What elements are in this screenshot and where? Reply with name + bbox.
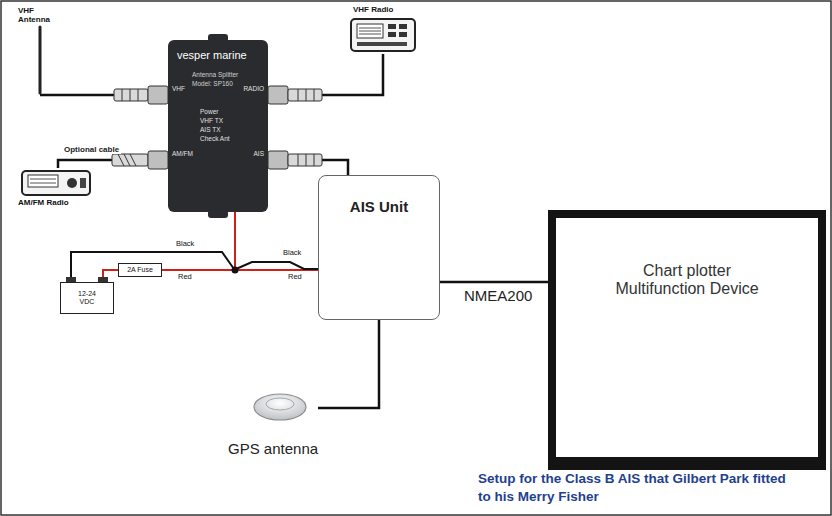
gps-dish	[254, 394, 306, 420]
node-text: VHF Radio	[353, 5, 393, 14]
figure-caption: Setup for the Class B AIS that Gilbert P…	[478, 470, 788, 505]
cable	[162, 212, 235, 270]
node-text: Antenna Splitter	[192, 71, 238, 78]
cable-label: NMEA200	[462, 287, 534, 304]
cable	[440, 281, 548, 284]
vhf-radio-drawing	[351, 19, 415, 51]
node-text: AIS Unit	[350, 198, 408, 215]
node-text: VHF TX	[200, 117, 223, 124]
wire-colour-label: Red	[178, 273, 192, 282]
device-node: 12-24 VDC	[60, 282, 114, 314]
cable	[318, 320, 379, 408]
node-text: 2A Fuse	[127, 266, 153, 274]
coax-connector	[268, 151, 322, 169]
antenna-rod	[39, 27, 42, 93]
coax-connector	[268, 86, 322, 104]
cable	[162, 269, 318, 271]
node-text: VHF	[172, 85, 185, 92]
device-node: vesper marineAntenna SplitterModel: SP16…	[168, 40, 268, 212]
black-wire	[71, 252, 234, 277]
node-text: Model: SP160	[192, 80, 233, 87]
node-text: 12-24 VDC	[72, 290, 102, 306]
wire-colour-label: Black	[283, 249, 301, 258]
node-text: GPS antenna	[228, 440, 318, 457]
device-node: VHF Antenna	[14, 4, 66, 95]
wire-junction	[232, 267, 239, 274]
node-text: AIS TX	[200, 126, 220, 133]
node-text: VHF Antenna	[18, 6, 58, 24]
node-text: Power	[200, 108, 218, 115]
device-node: GPS antenna	[226, 388, 318, 464]
node-text: RADIO	[243, 85, 264, 92]
device-node: VHF Radio	[343, 4, 423, 54]
wire-colour-label: Black	[176, 240, 194, 249]
node-text: AIS	[254, 150, 264, 157]
wire-colour-label: Red	[288, 273, 302, 282]
device-node: 2A Fuse	[118, 263, 162, 277]
coax-connector	[114, 86, 168, 104]
node-text: AM/FM	[172, 150, 193, 157]
amfm-radio-drawing	[22, 171, 90, 195]
node-text: Check Ant	[200, 135, 230, 142]
cable-label: Optional cable	[62, 145, 121, 154]
device-node: Chart plotter Multifunction Device	[548, 210, 826, 470]
node-text: Chart plotter Multifunction Device	[597, 262, 777, 299]
device-node: AM/FM Radio	[14, 168, 102, 212]
black-wire	[236, 262, 318, 269]
node-text: vesper marine	[177, 49, 247, 62]
node-text: AM/FM Radio	[18, 198, 69, 207]
device-node: AIS Unit	[318, 175, 440, 320]
